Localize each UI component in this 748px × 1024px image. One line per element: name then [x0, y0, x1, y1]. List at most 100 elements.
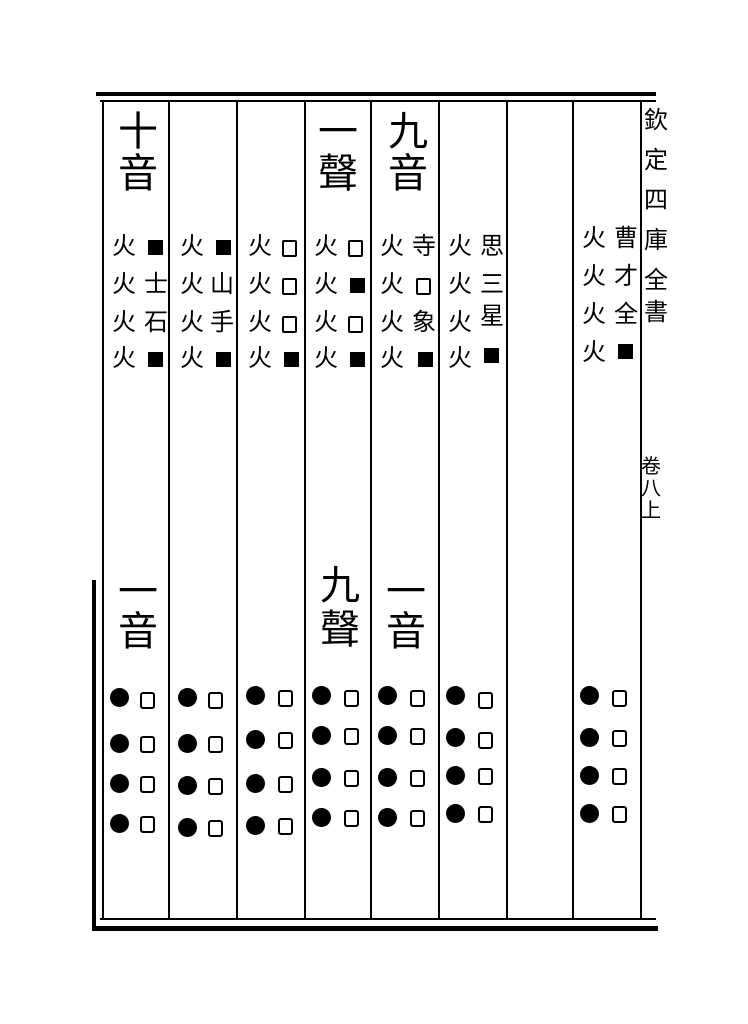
row-char: 象 — [412, 308, 436, 336]
black-circle — [580, 766, 599, 785]
margin-title-char: 欽 — [644, 106, 668, 134]
row-char: 火 — [448, 308, 472, 336]
row-char: 火 — [248, 232, 272, 260]
black-circle — [378, 686, 397, 705]
hollow-square-marker — [282, 316, 297, 333]
row-char: 火 — [112, 344, 136, 372]
black-circle — [178, 818, 197, 837]
row-char: 火 — [380, 344, 404, 372]
margin-title-char: 庫 — [644, 226, 668, 254]
hollow-square — [478, 768, 493, 785]
black-circle — [312, 808, 331, 827]
hollow-square — [410, 728, 425, 745]
black-circle — [446, 766, 465, 785]
row-char: 火 — [582, 262, 606, 290]
column-header-char: 九 — [388, 109, 428, 155]
left-border-thick — [92, 580, 96, 930]
black-square-marker — [350, 352, 365, 367]
row-char: 火 — [112, 308, 136, 336]
black-circle — [246, 816, 265, 835]
black-circle — [378, 726, 397, 745]
hollow-square — [612, 806, 627, 823]
hollow-square — [410, 810, 425, 827]
row-char: 火 — [248, 270, 272, 298]
hollow-square — [208, 692, 223, 709]
black-circle — [312, 686, 331, 705]
hollow-square — [410, 770, 425, 787]
left-border — [102, 100, 104, 920]
margin-volume-char: 卷 — [641, 454, 661, 478]
black-square-marker — [618, 344, 633, 359]
black-circle — [580, 686, 599, 705]
row-char: 才 — [614, 262, 638, 290]
hollow-square — [208, 778, 223, 795]
margin-title-char: 定 — [644, 146, 668, 174]
hollow-square — [208, 736, 223, 753]
hollow-square — [278, 818, 293, 835]
column-footer-char: 九 — [320, 563, 360, 609]
black-circle — [446, 728, 465, 747]
black-circle — [178, 776, 197, 795]
top-border — [96, 92, 656, 96]
row-char: 火 — [582, 300, 606, 328]
column-divider — [236, 100, 238, 920]
column-divider — [640, 100, 642, 920]
black-circle — [378, 808, 397, 827]
row-char: 火 — [112, 270, 136, 298]
column-header-char: 十 — [118, 109, 158, 155]
black-square-marker — [148, 352, 163, 367]
row-char: 火 — [180, 270, 204, 298]
row-char: 士 — [144, 270, 168, 298]
hollow-square-marker — [348, 240, 363, 257]
row-char: 火 — [180, 344, 204, 372]
hollow-square — [612, 690, 627, 707]
hollow-square — [344, 728, 359, 745]
hollow-square — [478, 732, 493, 749]
row-char: 石 — [144, 308, 168, 336]
black-circle — [110, 774, 129, 793]
hollow-square — [278, 776, 293, 793]
margin-volume-char: 八 — [641, 476, 661, 500]
row-char: 火 — [314, 308, 338, 336]
column-header-char: 一 — [318, 109, 358, 155]
row-char: 寺 — [412, 232, 436, 260]
row-char: 火 — [380, 232, 404, 260]
hollow-square — [410, 690, 425, 707]
hollow-square-marker — [282, 278, 297, 295]
black-circle — [178, 734, 197, 753]
hollow-square — [140, 816, 155, 833]
hollow-square — [344, 810, 359, 827]
black-square-marker — [148, 240, 163, 255]
column-divider — [438, 100, 440, 920]
margin-title-char: 全 — [644, 266, 668, 294]
row-char: 火 — [112, 232, 136, 260]
column-footer-char: 一 — [118, 569, 158, 615]
black-square-marker — [418, 352, 433, 367]
hollow-square — [344, 690, 359, 707]
row-char: 火 — [448, 344, 472, 372]
column-header-char: 聲 — [318, 151, 358, 197]
margin-title-char: 書 — [644, 298, 668, 326]
black-circle — [580, 804, 599, 823]
black-circle — [312, 768, 331, 787]
hollow-square — [612, 768, 627, 785]
margin-volume-char: 上 — [641, 498, 661, 522]
row-char: 三 — [480, 270, 504, 298]
black-circle — [446, 686, 465, 705]
black-square-marker — [284, 352, 299, 367]
black-square-marker — [216, 240, 231, 255]
row-char: 全 — [614, 300, 638, 328]
row-char: 火 — [380, 270, 404, 298]
hollow-square — [278, 732, 293, 749]
hollow-square — [612, 730, 627, 747]
row-char: 火 — [582, 338, 606, 366]
column-divider — [168, 100, 170, 920]
column-divider — [304, 100, 306, 920]
hollow-square-marker — [282, 240, 297, 257]
row-char: 火 — [180, 232, 204, 260]
column-header-char: 音 — [388, 151, 428, 197]
black-circle — [246, 730, 265, 749]
black-circle — [110, 814, 129, 833]
row-char: 火 — [448, 232, 472, 260]
